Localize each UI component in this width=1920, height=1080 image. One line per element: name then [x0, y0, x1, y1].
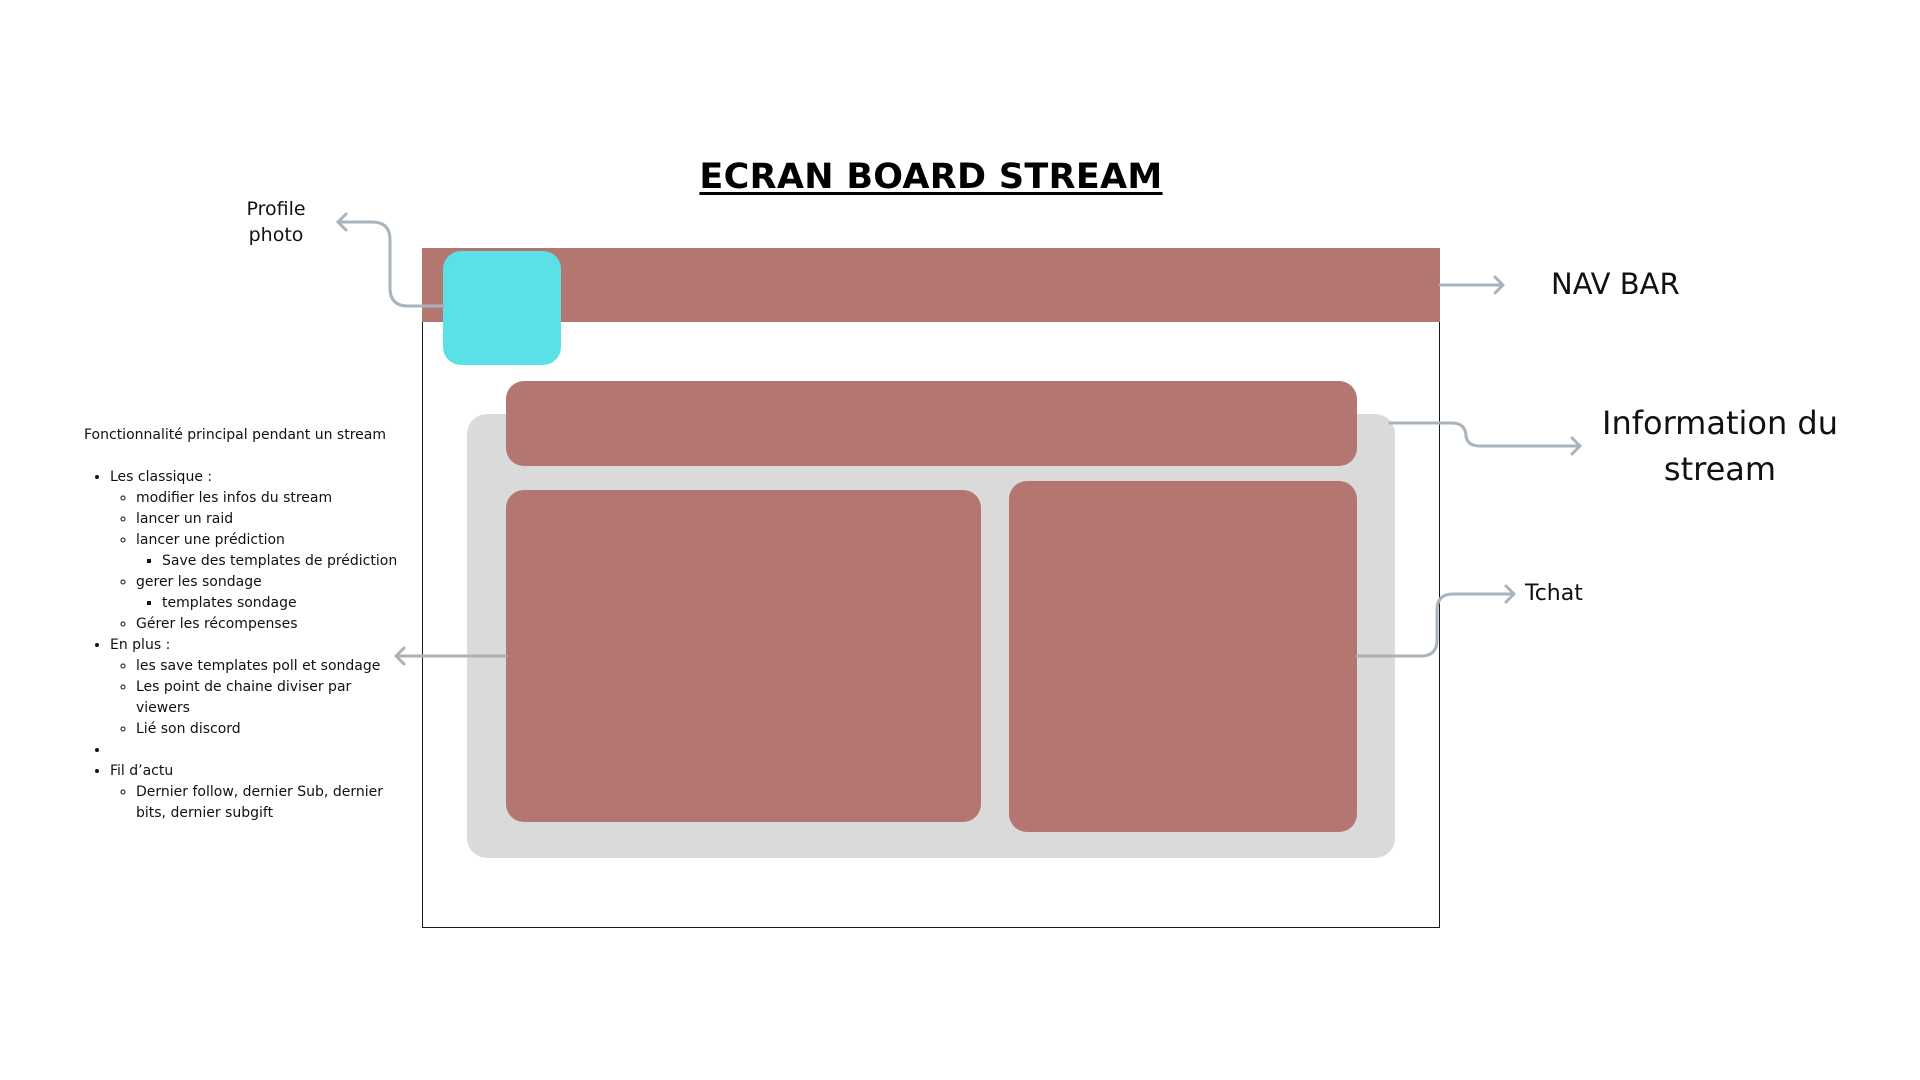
- list-item-classics: Les classique : modifier les infos du st…: [110, 467, 402, 635]
- chat-arrowhead: [1504, 584, 1516, 604]
- list-item: Gérer les récompenses: [136, 614, 402, 635]
- list-item: templates sondage: [162, 593, 402, 614]
- nav-bar: [422, 248, 1440, 322]
- prediction-sublist: Save des templates de prédiction: [136, 551, 402, 572]
- profile-photo-label: Profile photo: [246, 198, 306, 246]
- extras-list: les save templates poll et sondage Les p…: [110, 656, 402, 740]
- list-item-empty: [110, 740, 402, 761]
- list-item: Les point de chaine diviser par viewers: [136, 677, 402, 719]
- list-item: lancer un raid: [136, 509, 402, 530]
- stream-info-label: Information du stream: [1602, 404, 1838, 488]
- extras-label: En plus :: [110, 637, 171, 653]
- profile-photo-placeholder: [443, 251, 561, 365]
- list-item-prediction: lancer une prédiction Save des templates…: [136, 530, 402, 572]
- profile-arrowhead: [336, 212, 348, 232]
- stream-info-panel: [506, 381, 1357, 466]
- chat-panel: [1009, 481, 1357, 832]
- features-panel: [506, 490, 981, 822]
- list-item: Lié son discord: [136, 719, 402, 740]
- nav-bar-label: NAV BAR: [1551, 267, 1680, 301]
- list-item: Dernier follow, dernier Sub, dernier bit…: [136, 782, 402, 824]
- list-item: modifier les infos du stream: [136, 488, 402, 509]
- feed-label: Fil d’actu: [110, 763, 174, 779]
- chat-label: Tchat: [1525, 581, 1583, 606]
- classics-label: Les classique :: [110, 469, 213, 485]
- feed-list: Dernier follow, dernier Sub, dernier bit…: [110, 782, 402, 824]
- features-top-list: Les classique : modifier les infos du st…: [84, 467, 402, 824]
- features-list: Fonctionnalité principal pendant un stre…: [84, 425, 402, 824]
- list-item: Save des templates de prédiction: [162, 551, 402, 572]
- polls-sublist: templates sondage: [136, 593, 402, 614]
- features-title: Fonctionnalité principal pendant un stre…: [84, 427, 386, 443]
- list-item: les save templates poll et sondage: [136, 656, 402, 677]
- list-item-extras: En plus : les save templates poll et son…: [110, 635, 402, 740]
- list-item-polls: gerer les sondage templates sondage: [136, 572, 402, 614]
- polls-label: gerer les sondage: [136, 574, 262, 590]
- page-title: ECRAN BOARD STREAM: [699, 157, 1163, 197]
- navbar-arrowhead: [1493, 275, 1505, 295]
- list-item-feed: Fil d’actu Dernier follow, dernier Sub, …: [110, 761, 402, 824]
- classics-list: modifier les infos du stream lancer un r…: [110, 488, 402, 635]
- prediction-label: lancer une prédiction: [136, 532, 285, 548]
